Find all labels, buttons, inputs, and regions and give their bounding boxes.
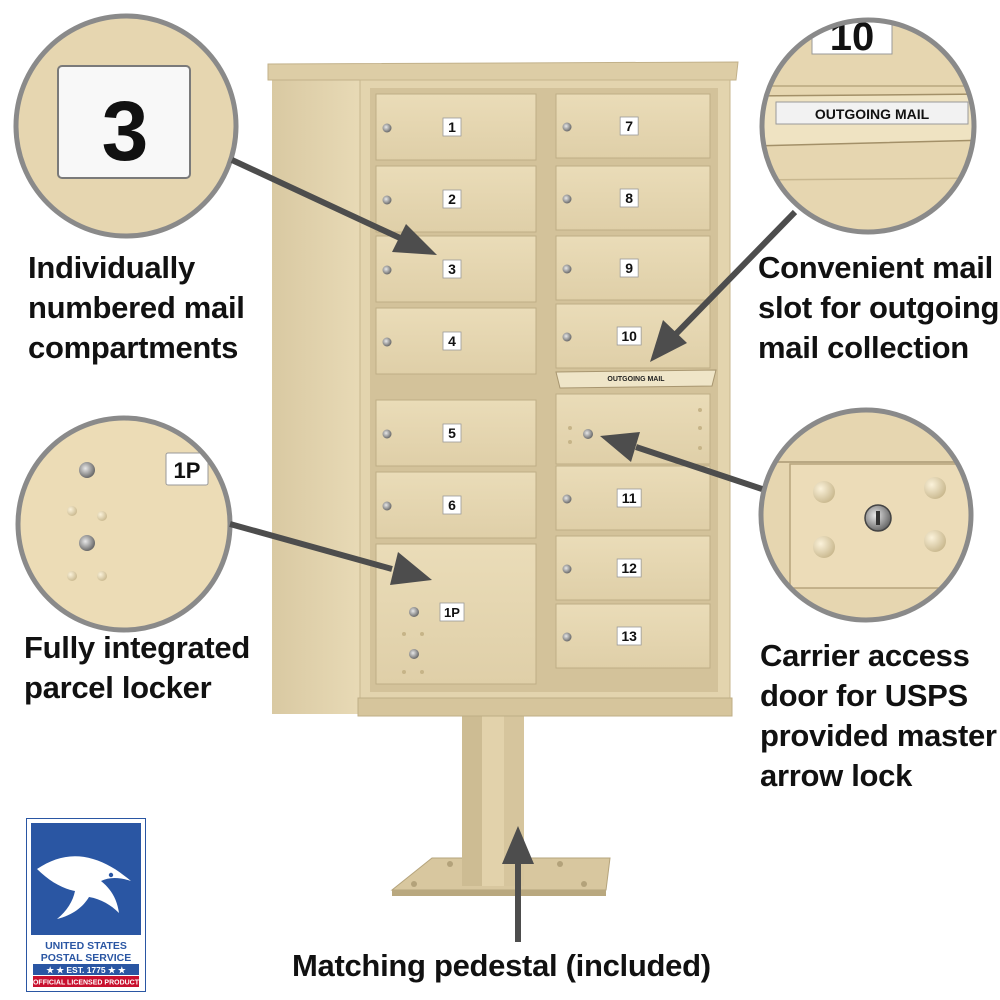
lock-icon xyxy=(382,123,392,133)
arrow-icon xyxy=(230,157,437,255)
caption-line: door for USPS xyxy=(760,678,968,713)
pedestal xyxy=(390,714,611,896)
caption-line: numbered mail xyxy=(28,290,245,325)
left-compartment-doors: 1 2 3 4 5 6 xyxy=(375,93,537,539)
eagle-icon xyxy=(37,856,131,919)
logo-line-3: ★ ★ EST. 1775 ★ ★ xyxy=(46,965,127,975)
lock-icon xyxy=(562,122,572,132)
arrow-icon xyxy=(600,432,763,492)
lock-icon xyxy=(382,265,392,275)
caption-line: Convenient mail xyxy=(758,250,993,285)
caption-line: Fully integrated xyxy=(24,630,251,665)
compartment-number: 7 xyxy=(625,118,633,134)
caption-pedestal: Matching pedestal (included) xyxy=(292,946,711,986)
inset-compartment-number: 3 xyxy=(13,13,239,239)
logo-line-1: UNITED STATES xyxy=(45,940,127,952)
compartment-number: 2 xyxy=(448,191,456,207)
caption-line: parcel locker xyxy=(24,670,212,705)
compartment-number: 8 xyxy=(625,190,633,206)
compartment-number: 10 xyxy=(621,328,637,344)
callout-arrows xyxy=(229,157,798,942)
parcel-lock-icon xyxy=(409,607,419,617)
compartment-door: 6 xyxy=(375,471,537,539)
compartment-door: 11 xyxy=(555,465,711,531)
compartment-number: 1 xyxy=(448,119,456,135)
lock-icon xyxy=(562,494,572,504)
caption-parcel-locker: Fully integrated parcel locker xyxy=(24,628,250,708)
inset-parcel-label: 1P xyxy=(174,458,201,483)
lock-icon xyxy=(562,332,572,342)
compartment-door: 12 xyxy=(555,535,711,601)
compartment-door: 2 xyxy=(375,165,537,233)
inset-carrier-lock xyxy=(758,407,974,623)
right-compartment-doors: 7 8 9 10 11 12 13 xyxy=(555,93,711,669)
usps-licensed-logo: UNITED STATES POSTAL SERVICE ★ ★ EST. 17… xyxy=(26,818,146,992)
lock-icon xyxy=(382,195,392,205)
compartment-door: 13 xyxy=(555,603,711,669)
inset-outgoing-mail: 10 OUTGOING MAIL xyxy=(759,17,977,235)
compartment-number: 3 xyxy=(448,261,456,277)
logo-line-4: OFFICIAL LICENSED PRODUCT xyxy=(33,980,140,987)
compartment-door: 10 xyxy=(555,303,711,369)
lock-icon xyxy=(382,337,392,347)
parcel-locker-label: 1P xyxy=(444,605,460,620)
compartment-door: 1 xyxy=(375,93,537,161)
caption-line: arrow lock xyxy=(760,758,913,793)
inset-parcel-locker: 1P xyxy=(15,415,233,633)
inset-outgoing-label: OUTGOING MAIL xyxy=(815,106,930,122)
caption-line: mail collection xyxy=(758,330,969,365)
lock-icon xyxy=(562,632,572,642)
compartment-number: 12 xyxy=(621,560,637,576)
caption-numbered-compartments: Individually numbered mail compartments xyxy=(28,248,245,368)
caption-line: slot for outgoing xyxy=(758,290,1000,325)
compartment-number: 5 xyxy=(448,425,456,441)
compartment-door: 9 xyxy=(555,235,711,301)
arrow-icon xyxy=(650,209,798,362)
compartment-number: 4 xyxy=(448,333,456,349)
caption-line: Carrier access xyxy=(760,638,970,673)
compartment-number: 11 xyxy=(622,490,637,506)
compartment-door: 4 xyxy=(375,307,537,375)
caption-carrier-access: Carrier access door for USPS provided ma… xyxy=(760,636,997,796)
lock-icon xyxy=(562,264,572,274)
inset-lock-icon xyxy=(79,462,95,478)
outgoing-slot-label: OUTGOING MAIL xyxy=(607,376,665,383)
lock-icon xyxy=(382,501,392,511)
lock-icon xyxy=(562,564,572,574)
inset-number-label: 3 xyxy=(102,84,149,178)
lock-icon xyxy=(382,429,392,439)
caption-line: compartments xyxy=(28,330,239,365)
compartment-door: 5 xyxy=(375,399,537,467)
logo-line-2: POSTAL SERVICE xyxy=(41,952,131,964)
compartment-number: 9 xyxy=(625,260,633,276)
arrow-icon xyxy=(229,521,432,585)
compartment-number: 13 xyxy=(621,628,637,644)
compartment-door: 7 xyxy=(555,93,711,159)
compartment-number: 6 xyxy=(448,497,456,513)
caption-line: Individually xyxy=(28,250,195,285)
inset-lock-icon xyxy=(79,535,95,551)
compartment-door: 8 xyxy=(555,165,711,231)
caption-outgoing-mail: Convenient mail slot for outgoing mail c… xyxy=(758,248,999,368)
caption-line: Matching pedestal (included) xyxy=(292,948,711,983)
caption-line: provided master xyxy=(760,718,997,753)
outgoing-mail-slot: OUTGOING MAIL xyxy=(555,369,717,389)
arrow-icon xyxy=(502,826,534,942)
lock-icon xyxy=(562,194,572,204)
carrier-lock-icon xyxy=(583,429,593,439)
parcel-lock-icon xyxy=(409,649,419,659)
